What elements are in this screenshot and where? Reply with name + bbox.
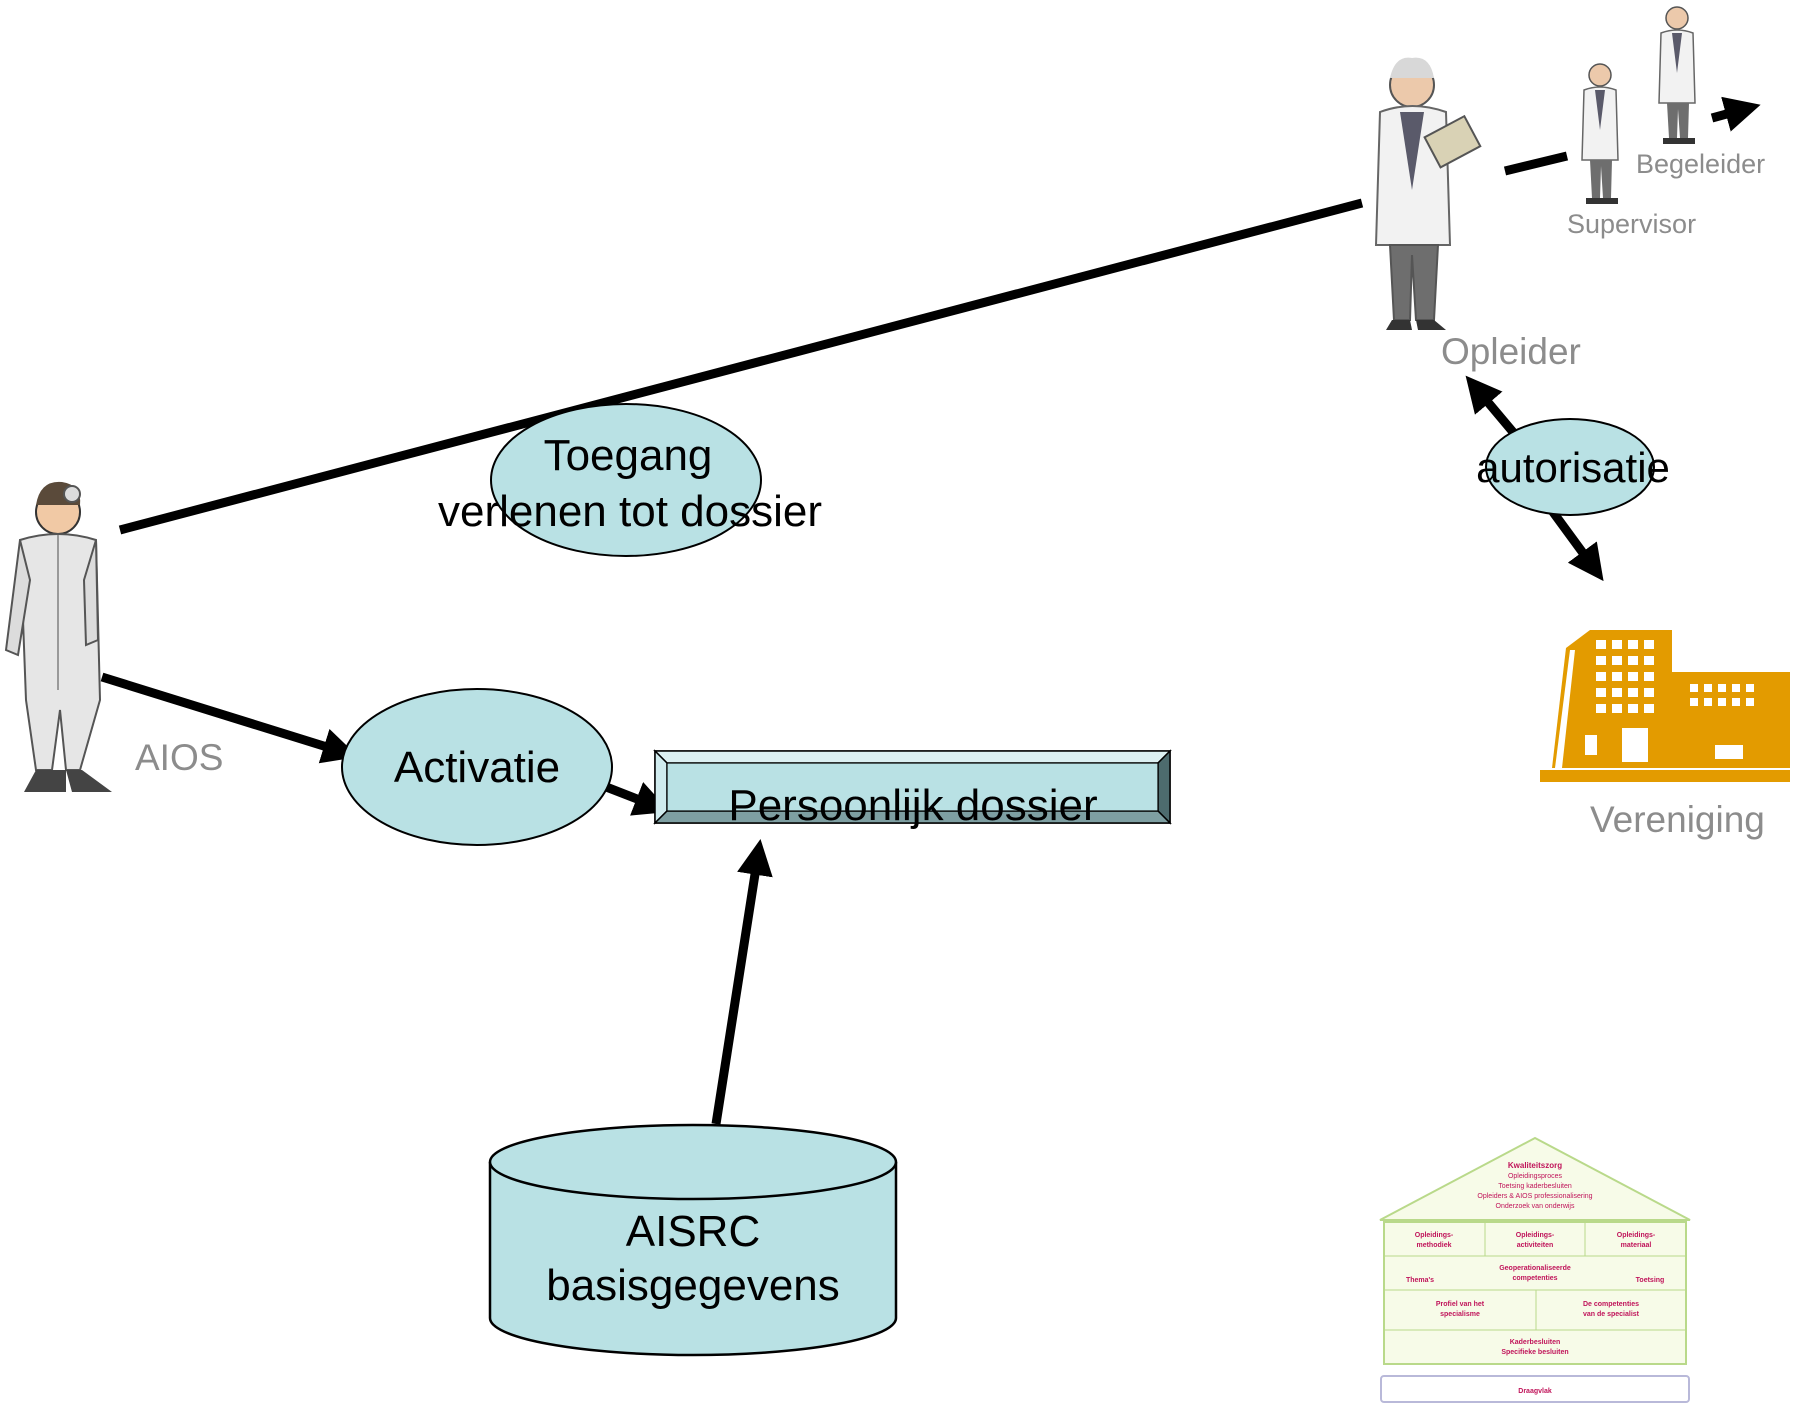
house-row2-c: Toetsing — [1636, 1277, 1665, 1284]
supervisor-label: Supervisor — [1567, 209, 1696, 239]
vereniging-label: Vereniging — [1590, 799, 1765, 840]
house-roof-line2: Opleidingsproces — [1508, 1173, 1563, 1180]
house-row1-c2: materiaal — [1621, 1242, 1652, 1249]
house-row1-a2: methodiek — [1416, 1242, 1451, 1249]
database-dossier-arrow — [711, 838, 773, 1125]
begeleider-arrow — [1710, 96, 1761, 132]
house-row4-line1: Kaderbesluiten — [1510, 1339, 1561, 1346]
opleider-figure: Opleider — [1374, 57, 1581, 372]
toegang-label-line1: Toegang — [544, 431, 713, 480]
database-label-line1: AISRC — [626, 1207, 760, 1256]
vereniging-figure: Vereniging — [1540, 630, 1790, 840]
house-row1-b1: Opleidings- — [1516, 1232, 1555, 1239]
house-row1-a1: Opleidings- — [1415, 1232, 1454, 1239]
activatie-label: Activatie — [394, 743, 560, 792]
autorisatie-to-vereniging-arrow — [1546, 505, 1604, 582]
opleider-label: Opleider — [1441, 331, 1581, 372]
house-row2-a: Thema's — [1406, 1277, 1434, 1284]
hospital-building-icon — [1540, 630, 1790, 782]
aios-figure: AIOS — [4, 481, 223, 792]
begeleider-label: Begeleider — [1636, 149, 1765, 179]
house-row3-a2: specialisme — [1440, 1311, 1480, 1318]
house-row4-line2: Specifieke besluiten — [1501, 1349, 1568, 1356]
house-row3-b1: De competenties — [1583, 1301, 1639, 1308]
toegang-label-line2: verlenen tot dossier — [438, 487, 822, 536]
supervisor-connector-line — [1503, 151, 1569, 176]
aios-label: AIOS — [135, 737, 223, 778]
house-base-label: Draagvlak — [1518, 1388, 1552, 1395]
toegang-ellipse — [490, 403, 762, 557]
house-row2-b1: Geoperationaliseerde — [1499, 1265, 1571, 1272]
doctor-with-headlamp-icon — [4, 481, 112, 792]
activatie-process: Activatie — [341, 688, 613, 846]
autorisatie-to-opleider-arrow — [1465, 375, 1522, 441]
toegang-connector-line — [118, 198, 1364, 535]
aisrc-database-cylinder: AISRC basisgegevens — [488, 1123, 898, 1357]
supervisor-doctor-icon — [1581, 63, 1619, 204]
supervisor-figure: Supervisor — [1567, 63, 1696, 239]
house-row2-b2: competenties — [1512, 1275, 1557, 1282]
toegang-process: Toegang verlenen tot dossier — [438, 403, 822, 557]
house-roof-line1: Kwaliteitszorg — [1508, 1161, 1562, 1170]
autorisatie-process: autorisatie — [1476, 418, 1670, 516]
house-row3-a1: Profiel van het — [1436, 1301, 1485, 1308]
house-row3-b2: van de specialist — [1583, 1311, 1640, 1318]
activatie-ellipse — [341, 688, 613, 846]
begeleider-figure: Begeleider — [1636, 6, 1765, 179]
autorisatie-label: autorisatie — [1476, 444, 1670, 491]
database-label-line2: basisgegevens — [546, 1261, 840, 1310]
house-roof-line5: Onderzoek van onderwijs — [1496, 1203, 1575, 1210]
persoonlijk-dossier-box: Persoonlijk dossier — [653, 749, 1172, 830]
doctor-with-clipboard-icon — [1374, 57, 1482, 330]
autorisatie-ellipse — [1485, 418, 1655, 516]
aios-activatie-arrow — [100, 672, 359, 764]
dossier-label: Persoonlijk dossier — [728, 781, 1097, 830]
competency-house-diagram: Kwaliteitszorg Opleidingsproces Toetsing… — [1379, 1136, 1691, 1403]
house-roof-line3: Toetsing kaderbesluiten — [1498, 1183, 1572, 1190]
house-roof-line4: Opleiders & AIOS professionalisering — [1477, 1193, 1592, 1200]
begeleider-doctor-icon — [1658, 6, 1696, 144]
house-row1-b2: activiteiten — [1517, 1242, 1554, 1249]
house-row1-c1: Opleidings- — [1617, 1232, 1656, 1239]
